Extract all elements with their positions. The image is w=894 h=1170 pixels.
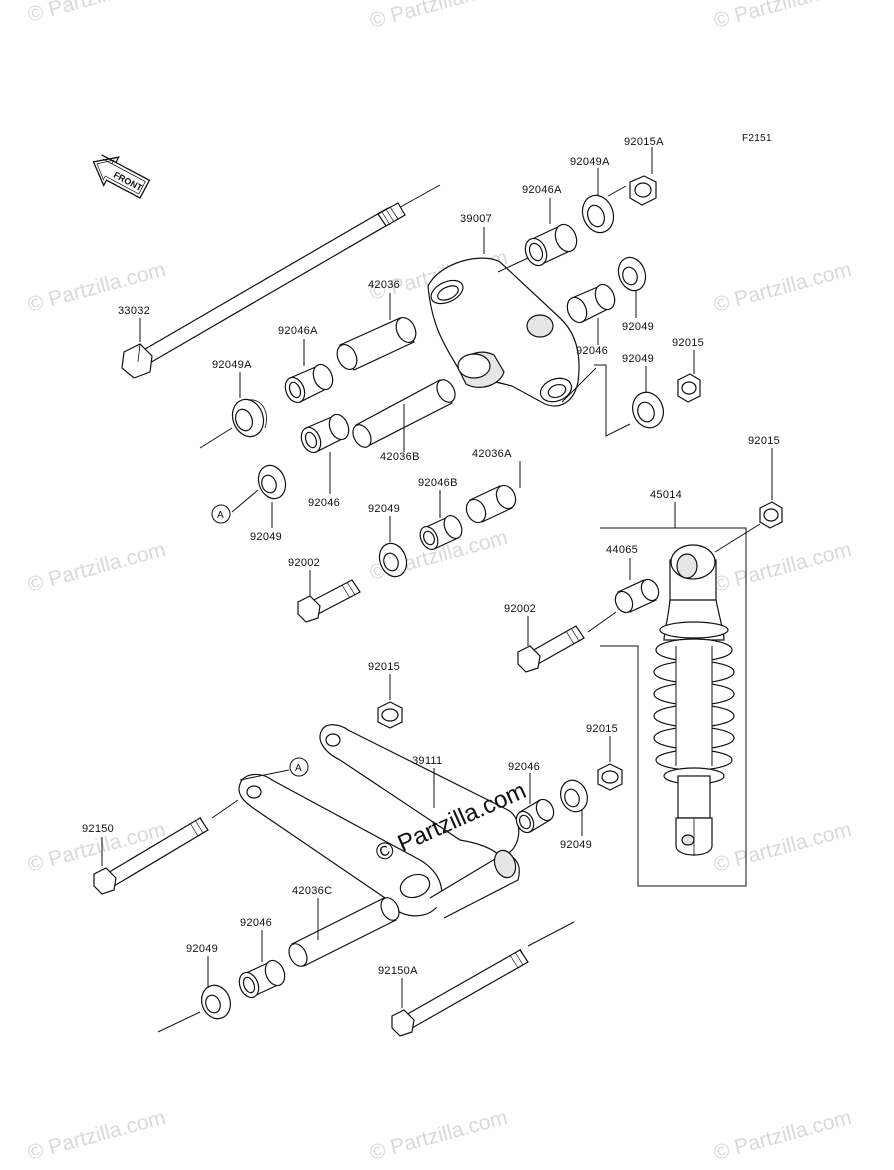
nut-92015-shock	[759, 501, 783, 529]
ref-marker-a-upper: A	[211, 504, 231, 524]
part-label: 42036C	[292, 885, 332, 897]
part-label: 92046	[508, 761, 540, 773]
part-label: 92049A	[570, 156, 610, 168]
part-label: 92046A	[278, 325, 318, 337]
part-label: 92049	[560, 839, 592, 851]
pivot-bolt-33032	[121, 184, 441, 379]
watermark: © Partzilla.com	[711, 0, 854, 33]
bearing-92046B	[419, 515, 463, 550]
part-label: 92015	[748, 435, 780, 447]
watermark: © Partzilla.com	[367, 1106, 510, 1165]
part-label: 92015	[586, 723, 618, 735]
watermark: © Partzilla.com	[711, 258, 854, 317]
collar-42036A	[465, 484, 517, 524]
part-label: 92046	[240, 917, 272, 929]
bearing-92046-left	[300, 413, 350, 454]
washer-92049-mid-right	[560, 779, 588, 813]
washer-92049-right-1	[617, 256, 647, 292]
part-label: 39111	[412, 755, 442, 767]
part-label: 92015	[672, 337, 704, 349]
watermark: © Partzilla.com	[711, 818, 854, 877]
washer-92049-middle	[378, 542, 408, 578]
part-label: 42036A	[472, 448, 512, 460]
watermark: © Partzilla.com	[25, 0, 168, 27]
washer-92049-right-2	[632, 391, 664, 429]
part-labels: 92015A 92049A 92046A 39007 33032 42036 9…	[82, 136, 780, 977]
part-label: 92015A	[624, 136, 664, 148]
part-label: 92002	[288, 557, 320, 569]
ref-marker-a-lower: A	[239, 757, 309, 781]
part-label: 92049	[622, 353, 654, 365]
part-label: 92150A	[378, 965, 418, 977]
collar-42036C	[288, 897, 400, 967]
part-label: 92049A	[212, 359, 252, 371]
watermarks: © Partzilla.com © Partzilla.com © Partzi…	[25, 0, 854, 1165]
part-label: 92046A	[522, 184, 562, 196]
part-label: 92015	[368, 661, 400, 673]
front-arrow-icon: FRONT	[92, 154, 151, 199]
shock-spring	[653, 638, 735, 771]
watermark: © Partzilla.com	[25, 1106, 168, 1165]
bearing-92046A-left	[284, 363, 334, 404]
part-label: 92049	[250, 531, 282, 543]
part-label: 42036	[368, 279, 400, 291]
leader-lines	[101, 147, 773, 1008]
part-label: 92049	[368, 503, 400, 515]
washer-92049A-left	[199, 398, 267, 449]
part-label: 92046	[308, 497, 340, 509]
washer-92049A-top	[581, 194, 615, 234]
nut-92015-mid-right	[597, 763, 623, 791]
part-label: 92049	[186, 943, 218, 955]
part-label: 92150	[82, 823, 114, 835]
bolt-92150A	[391, 921, 575, 1037]
bearing-92046-mid-right	[515, 798, 555, 834]
bolt-92002-right	[517, 611, 617, 673]
washer-92049-bottom-left	[157, 984, 231, 1033]
rocker-arm-39007	[427, 257, 580, 407]
collar-42036	[336, 317, 417, 371]
bearing-92046-right	[566, 283, 616, 324]
figure-code: F2151	[742, 133, 772, 144]
bearing-92046-bottom-left	[238, 959, 286, 999]
part-label: 33032	[118, 305, 150, 317]
part-label: 92049	[622, 321, 654, 333]
part-label: 42036B	[380, 451, 420, 463]
watermark: © Partzilla.com	[711, 538, 854, 597]
bolt-92002-left	[297, 579, 361, 623]
nut-92015-right	[677, 373, 701, 403]
ref-marker-label: A	[295, 763, 302, 774]
watermark: © Partzilla.com	[711, 1106, 854, 1165]
watermark: © Partzilla.com	[367, 0, 510, 33]
watermark: © Partzilla.com	[25, 538, 168, 597]
part-label: 39007	[460, 213, 492, 225]
part-label: 92002	[504, 603, 536, 615]
bearing-92046A-top	[497, 223, 578, 273]
nut-92015A	[607, 175, 657, 206]
part-label: 92046	[576, 345, 608, 357]
ref-marker-label: A	[217, 510, 224, 521]
collar-44065	[614, 578, 660, 614]
tie-rods-39111	[238, 724, 520, 919]
part-label: 92046B	[418, 477, 458, 489]
nut-92015-mid	[377, 701, 403, 729]
shock-absorber-45014	[600, 523, 761, 887]
bolt-92150	[93, 799, 239, 895]
part-label: 45014	[650, 489, 682, 501]
part-label: 44065	[606, 544, 638, 556]
washer-92049-left	[231, 464, 287, 513]
